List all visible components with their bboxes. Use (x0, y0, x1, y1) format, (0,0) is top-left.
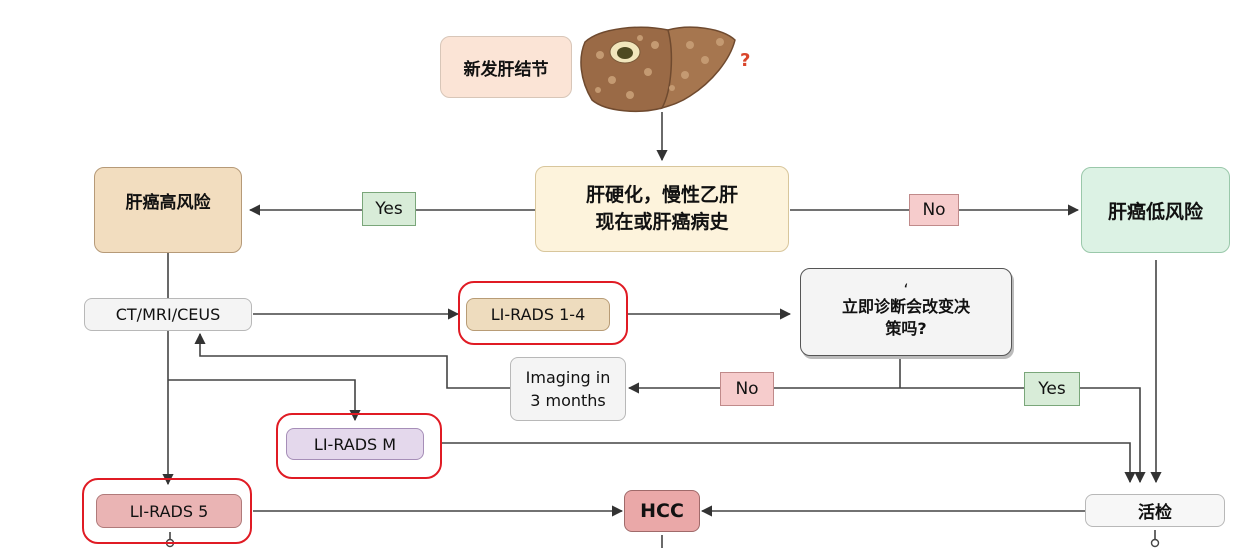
decision-question-mark: ‘ (903, 280, 909, 299)
highlight-ring-lirads-m (276, 413, 442, 479)
decision-question-line1: 立即诊断会改变决 (841, 297, 970, 316)
high-risk-box: 肝癌高风险 (94, 167, 242, 253)
history-question-box: 肝硬化，慢性乙肝 现在或肝癌病史 (535, 166, 789, 252)
no-text-top: No (922, 200, 946, 220)
high-risk-label: 肝癌高风险 (125, 193, 211, 213)
hcc-box: HCC (624, 490, 700, 532)
lirads-1-4-label: LI-RADS 1-4 (490, 305, 586, 324)
highlight-ring-lirads-1-4 (458, 281, 628, 345)
yes-label-high-risk: Yes (362, 192, 416, 226)
arrow-ct-to-lirads-m (168, 379, 361, 422)
biopsy-box: 活检 (1085, 494, 1225, 527)
low-risk-label: 肝癌低风险 (1107, 200, 1203, 223)
lirads-5-box: LI-RADS 5 (96, 494, 242, 528)
lirads-1-4-box: LI-RADS 1-4 (466, 298, 610, 331)
imaging-followup-box: Imaging in 3 months (510, 357, 626, 421)
imaging-modality-box: CT/MRI/CEUS (84, 298, 252, 331)
history-question-line1: 肝硬化，慢性乙肝 (585, 184, 738, 206)
hcc-label: HCC (640, 500, 684, 522)
terminal-biopsy (1150, 538, 1160, 548)
history-question-line2: 现在或肝癌病史 (595, 211, 729, 233)
liver-left-lobe (660, 26, 736, 110)
imaging-followup-line2: 3 months (530, 391, 606, 410)
new-nodule-label: 新发肝结节 (463, 59, 549, 80)
arrow-decision-yes-to-biopsy (900, 387, 1146, 484)
yes-text-top: Yes (375, 199, 403, 219)
liver-right-lobe (580, 26, 675, 113)
arrow-imaging-back-to-ct (194, 332, 510, 389)
lirads-m-label: LI-RADS M (313, 434, 397, 454)
yes-label-biopsy: Yes (1024, 372, 1080, 406)
no-label-imaging: No (720, 372, 774, 406)
decision-question-line2: 策吗? (885, 319, 927, 338)
arrow-lirads-m-to-biopsy (442, 442, 1136, 484)
yes-text-middle: Yes (1038, 379, 1066, 399)
imaging-followup-line1: Imaging in (525, 368, 611, 387)
low-risk-box: 肝癌低风险 (1081, 167, 1230, 253)
lirads-m-box: LI-RADS M (286, 428, 424, 460)
liver-question-mark: ? (740, 50, 751, 71)
no-text-middle: No (735, 379, 759, 399)
no-label-low-risk: No (909, 194, 959, 226)
imaging-modality-label: CT/MRI/CEUS (115, 305, 221, 324)
liver-illustration (580, 26, 736, 113)
lirads-5-label: LI-RADS 5 (129, 501, 209, 521)
biopsy-label: 活检 (1138, 503, 1172, 523)
decision-question-box: ‘ 立即诊断会改变决 策吗? (800, 268, 1012, 356)
new-nodule-box: 新发肝结节 (440, 36, 572, 98)
highlight-ring-lirads-5 (82, 478, 252, 544)
